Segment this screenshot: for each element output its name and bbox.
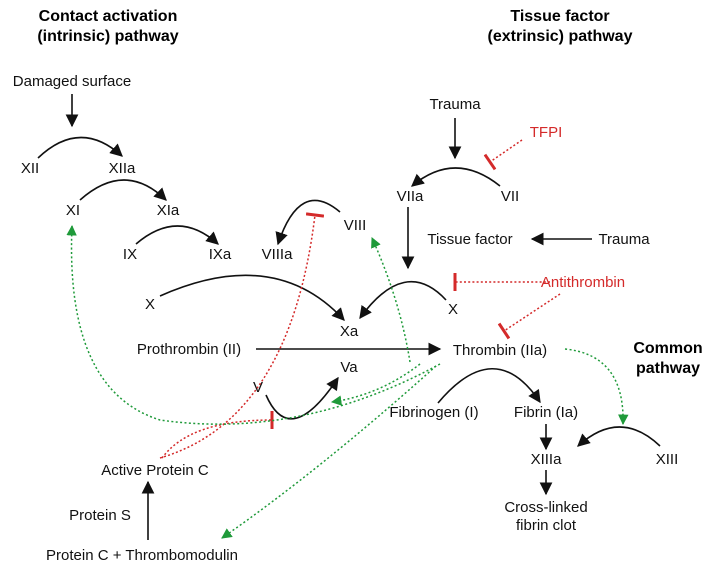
activation-arrows [37, 94, 661, 540]
inhibition-lines [159, 139, 561, 459]
fibrin-label: Fibrin (Ia) [514, 404, 578, 421]
tissue-factor-label: Tissue factor [427, 231, 512, 248]
factor-vii-label: VII [501, 188, 519, 205]
factor-xi-label: XI [66, 202, 80, 219]
factor-ix-label: IX [123, 246, 137, 263]
trauma-right-label: Trauma [598, 231, 650, 248]
arrow-xi-to-xia [79, 179, 167, 201]
feedback-thrombin-viii [371, 237, 411, 363]
common-header-sub: pathway [636, 360, 700, 377]
arrow-ix-to-ixa [135, 225, 219, 245]
common-header: Common [633, 340, 702, 357]
arrow-vii-to-viia [411, 167, 501, 187]
intrinsic-header-sub: (intrinsic) pathway [37, 28, 178, 45]
factor-ixa-label: IXa [209, 246, 232, 263]
feedback-lines [66, 224, 629, 539]
feedback-thrombin-protein-c [221, 365, 437, 539]
crosslinked-clot-label: Cross-linked [504, 499, 587, 516]
factor-xiia-label: XIIa [109, 160, 136, 177]
trauma-top-label: Trauma [429, 96, 481, 113]
prothrombin-label: Prothrombin (II) [137, 341, 241, 358]
feedback-thrombin-xiii [564, 348, 629, 426]
factor-va-label: Va [340, 359, 358, 376]
factor-viiia-label: VIIIa [262, 246, 294, 263]
arrow-xiii-to-xiiia [577, 426, 661, 447]
inhibit-antithrombin-thrombin [497, 293, 561, 340]
antithrombin-label: Antithrombin [541, 274, 625, 291]
factor-xiiia-label: XIIIa [531, 451, 563, 468]
factor-xiii-label: XIII [656, 451, 679, 468]
inhibit-apc-viii [159, 212, 325, 459]
factor-xia-label: XIa [157, 202, 180, 219]
factor-xii-label: XII [21, 160, 39, 177]
arrow-v-to-va [265, 376, 339, 420]
thrombin-label: Thrombin (IIa) [453, 342, 547, 359]
damaged-surface-label: Damaged surface [13, 73, 131, 90]
intrinsic-header: Contact activation [39, 8, 178, 25]
factor-viii-label: VIII [344, 217, 367, 234]
protein-c-thrombomodulin-label: Protein C + Thrombomodulin [46, 547, 238, 564]
inhibit-apc-v [161, 410, 274, 459]
factor-x-right-label: X [448, 301, 458, 318]
feedback-thrombin-va [330, 363, 421, 406]
tfpi-label: TFPI [530, 124, 563, 141]
fibrinogen-label: Fibrinogen (I) [389, 404, 478, 421]
protein-s-label: Protein S [69, 507, 131, 524]
extrinsic-header: Tissue factor [510, 8, 609, 25]
inhibit-tfpi-vii [483, 139, 523, 171]
arrow-x-left-to-xa [159, 274, 345, 321]
arrow-xii-to-xiia [37, 136, 123, 159]
factor-xa-label: Xa [340, 323, 359, 340]
arrow-fibrinogen-to-fibrin [437, 368, 541, 404]
arrow-x-right-to-xa [359, 281, 447, 320]
extrinsic-header-sub: (extrinsic) pathway [488, 28, 633, 45]
arrow-viii-to-viiia [275, 199, 341, 246]
factor-viia-label: VIIa [397, 188, 424, 205]
active-protein-c-label: Active Protein C [101, 462, 209, 479]
factor-x-left-label: X [145, 296, 155, 313]
crosslinked-clot-label-line2: fibrin clot [516, 517, 577, 534]
